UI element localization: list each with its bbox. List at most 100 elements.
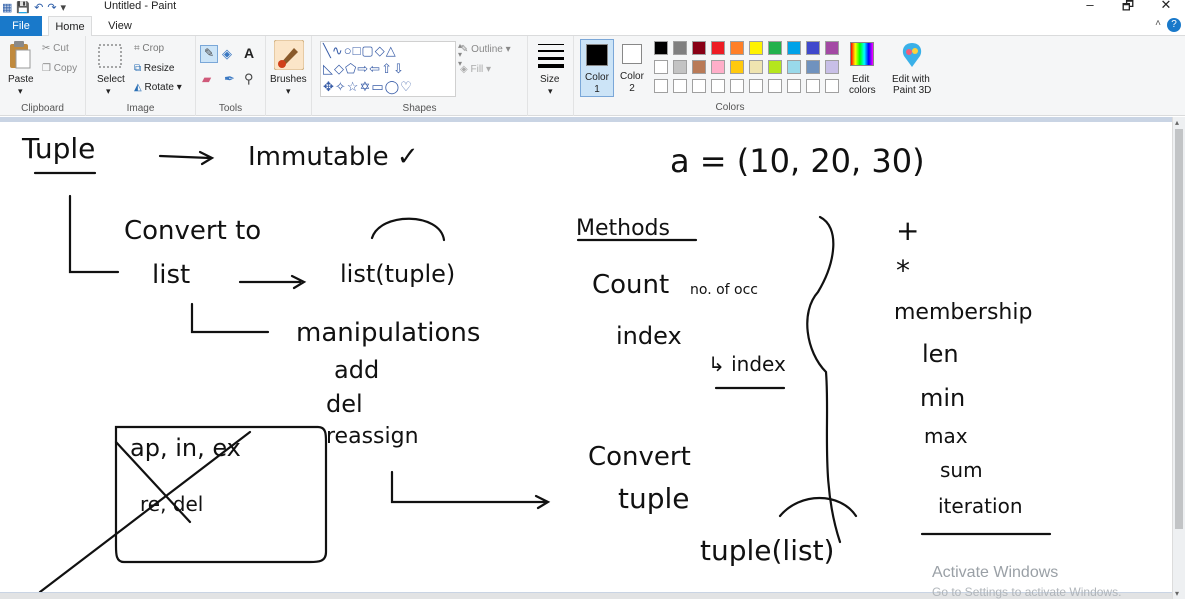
paste-button[interactable]: Paste [8, 74, 34, 85]
paint3d-icon[interactable] [900, 42, 924, 68]
fill-icon: ◈ [460, 64, 468, 75]
paint3d-line2[interactable]: Paint 3D [893, 85, 932, 96]
size-icon[interactable] [538, 42, 564, 68]
paint3d-line1[interactable]: Edit with [892, 74, 930, 85]
tab-view[interactable]: View [108, 20, 132, 32]
palette-swatch[interactable] [825, 60, 839, 74]
tab-file[interactable]: File [0, 16, 42, 36]
ink-reassign: reassign [326, 424, 419, 449]
ink-immutable: Immutable ✓ [248, 142, 419, 172]
select-icon[interactable] [98, 44, 122, 68]
select-dropdown-icon[interactable]: ▾ [106, 86, 111, 96]
palette-swatch[interactable] [787, 60, 801, 74]
palette-swatch[interactable] [825, 41, 839, 55]
brushes-button[interactable]: Brushes [270, 74, 307, 85]
custom-color-slot[interactable] [768, 79, 782, 93]
custom-color-slot[interactable] [692, 79, 706, 93]
palette-swatch[interactable] [768, 60, 782, 74]
resize-button[interactable]: ⧉ Resize [134, 63, 175, 74]
eraser-tool-icon[interactable]: ▰ [202, 72, 212, 86]
scroll-down-icon[interactable]: ▾ [1175, 589, 1180, 598]
custom-color-slot[interactable] [825, 79, 839, 93]
palette-swatch[interactable] [806, 60, 820, 74]
pencil-tool-icon[interactable]: ✎ [200, 45, 218, 63]
size-dropdown-icon[interactable]: ▾ [548, 86, 553, 96]
palette-swatch[interactable] [673, 41, 687, 55]
custom-color-slot[interactable] [673, 79, 687, 93]
image-label: Image [126, 103, 155, 114]
scroll-up-icon[interactable]: ▴ [1175, 118, 1180, 127]
text-tool-icon[interactable]: A [244, 45, 255, 61]
minimize-ribbon-icon[interactable]: ˄ [1155, 18, 1161, 29]
fill-tool-icon[interactable]: ◈ [222, 46, 232, 61]
crop-button[interactable]: ⌗ Crop [134, 43, 164, 54]
palette-swatch[interactable] [730, 41, 744, 55]
palette-swatch[interactable] [654, 41, 668, 55]
redo-icon[interactable]: ↷ [47, 1, 57, 14]
palette-swatch[interactable] [692, 60, 706, 74]
ink-count: Count [592, 270, 670, 300]
horizontal-scrollbar[interactable] [0, 593, 1172, 599]
custom-color-slot[interactable] [711, 79, 725, 93]
fill-button[interactable]: ◈ Fill ▾ [460, 64, 492, 75]
copy-button[interactable]: ❐ Copy [42, 63, 77, 74]
rotate-button[interactable]: ◭ Rotate ▾ [134, 82, 182, 93]
edit-colors-icon[interactable] [850, 42, 874, 66]
palette-swatch[interactable] [654, 60, 668, 74]
undo-icon[interactable]: ↶ [34, 1, 44, 14]
palette-swatch[interactable] [787, 41, 801, 55]
color2-button[interactable]: Color 2 [616, 39, 650, 97]
crop-label: Crop [142, 43, 165, 54]
palette-swatch[interactable] [692, 41, 706, 55]
crossed-box [114, 425, 328, 564]
palette-swatch[interactable] [711, 41, 725, 55]
copy-icon: ❐ [42, 63, 51, 74]
custom-color-slot[interactable] [730, 79, 744, 93]
customize-qat-icon[interactable]: ▾ [60, 1, 67, 14]
palette-swatch[interactable] [749, 60, 763, 74]
close-button[interactable]: ✕ [1160, 0, 1172, 12]
color-picker-icon[interactable]: ✒ [224, 71, 235, 86]
palette-swatch[interactable] [673, 60, 687, 74]
vertical-scrollbar[interactable]: ▴ ▾ [1172, 117, 1185, 599]
cross-line-2 [114, 440, 192, 524]
brushes-icon[interactable] [274, 40, 304, 70]
edit-colors-line1[interactable]: Edit [852, 74, 870, 85]
ink-tuple: Tuple [22, 132, 96, 165]
palette-swatch[interactable] [730, 60, 744, 74]
custom-color-slot[interactable] [787, 79, 801, 93]
fill-label: Fill [470, 64, 484, 75]
save-icon[interactable]: 💾 [16, 1, 31, 14]
drawing-canvas[interactable]: Tuple Immutable ✓ a = (10, 20, 30) Conve… [0, 122, 1172, 592]
palette-swatch[interactable] [749, 41, 763, 55]
edit-colors-line2[interactable]: colors [849, 85, 876, 96]
shapes-scroll-icon[interactable]: ▴▾▾ [458, 41, 463, 68]
ribbon: Paste ▾ ✂ Cut ❐ Copy Clipboard Select ▾ … [0, 36, 1185, 116]
custom-color-slot[interactable] [654, 79, 668, 93]
custom-color-slot[interactable] [749, 79, 763, 93]
size-button[interactable]: Size [540, 74, 560, 85]
palette-swatch[interactable] [806, 41, 820, 55]
ink-add: add [334, 356, 380, 384]
ink-list: list [152, 260, 191, 290]
minimize-button[interactable]: – [1086, 0, 1094, 12]
restore-button[interactable]: 🗗 [1121, 0, 1135, 13]
ink-list-tuple: list(tuple) [340, 260, 456, 288]
activate-windows-sub: Go to Settings to activate Windows. [932, 585, 1122, 599]
vertical-scroll-thumb[interactable] [1175, 129, 1183, 529]
cut-button[interactable]: ✂ Cut [42, 43, 69, 54]
tab-home[interactable]: Home [48, 16, 92, 37]
custom-color-slot[interactable] [806, 79, 820, 93]
brushes-dropdown-icon[interactable]: ▾ [286, 86, 291, 96]
palette-swatch[interactable] [711, 60, 725, 74]
select-button[interactable]: Select [97, 74, 125, 85]
palette-swatch[interactable] [768, 41, 782, 55]
magnifier-icon[interactable]: ⚲ [244, 71, 254, 86]
paste-icon[interactable] [8, 40, 32, 70]
ink-methods: Methods [576, 216, 670, 241]
outline-button[interactable]: ✎ Outline ▾ [460, 44, 511, 55]
paste-dropdown-icon[interactable]: ▾ [18, 86, 23, 96]
color1-button[interactable]: Color 1 [580, 39, 614, 97]
shapes-gallery[interactable]: ╲∿○□▢◇△◺◇⬠⇨⇦⇧⇩✥✧☆✡▭◯♡ [320, 41, 456, 97]
help-icon[interactable]: ? [1167, 18, 1181, 32]
